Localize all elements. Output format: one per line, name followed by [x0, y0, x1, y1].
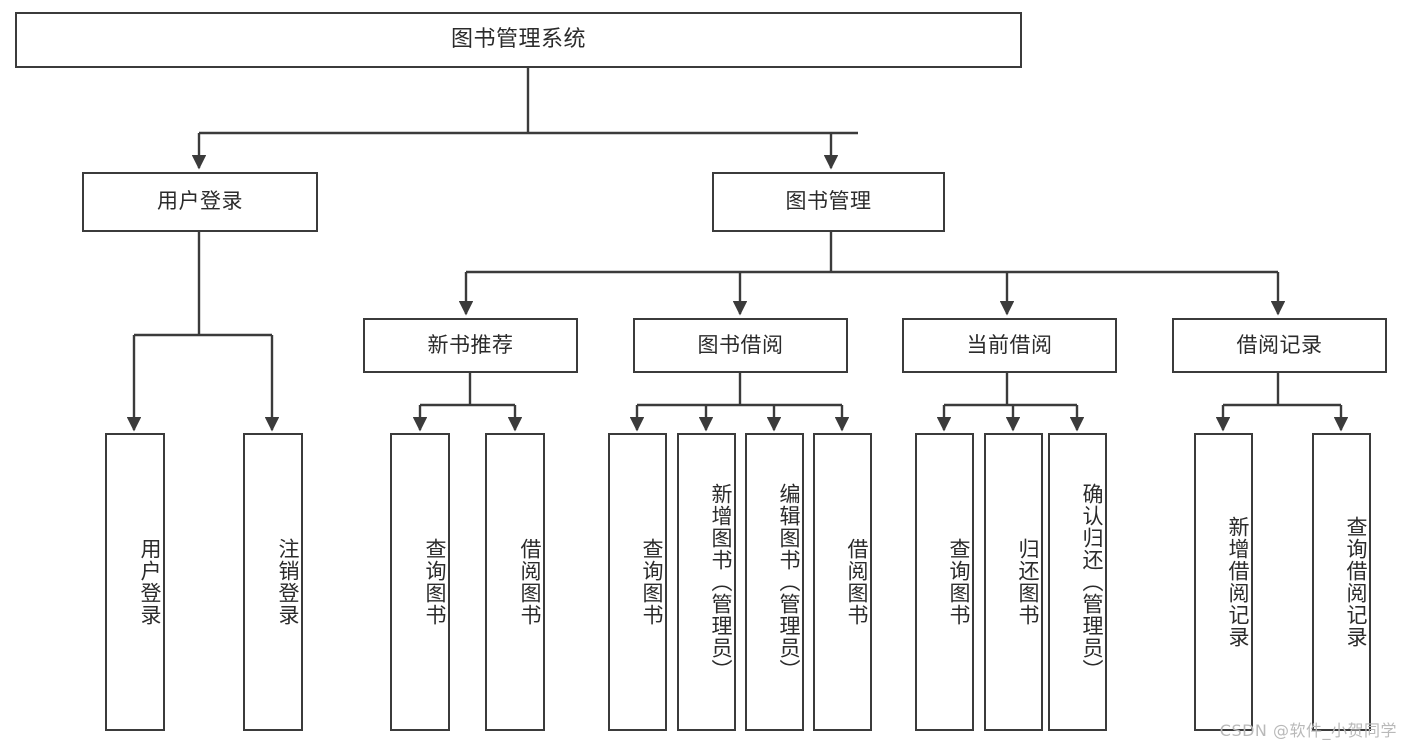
node-borrow-record[interactable]: 借阅记录 — [1172, 318, 1387, 373]
leaf-new-book-query[interactable]: 查询图书 — [390, 433, 450, 731]
node-book-management[interactable]: 图书管理 — [712, 172, 945, 232]
node-label: 借阅图书 — [845, 538, 869, 626]
leaf-book-borrow-add[interactable]: 新增图书（管理员） — [677, 433, 736, 731]
node-root-system[interactable]: 图书管理系统 — [15, 12, 1022, 68]
node-label: 新增图书（管理员） — [709, 483, 733, 681]
leaf-new-book-borrow[interactable]: 借阅图书 — [485, 433, 545, 731]
node-label: 新书推荐 — [427, 332, 514, 357]
node-label: 图书管理 — [785, 189, 872, 214]
node-label: 用户登录 — [157, 189, 243, 214]
node-label: 查询图书 — [640, 538, 664, 626]
node-label: 借阅记录 — [1236, 332, 1323, 357]
leaf-current-borrow-confirm[interactable]: 确认归还（管理员） — [1048, 433, 1107, 731]
node-label: 用户登录 — [138, 538, 162, 626]
node-label: 查询图书 — [423, 538, 447, 626]
node-book-borrow[interactable]: 图书借阅 — [633, 318, 848, 373]
node-label: 归还图书 — [1016, 538, 1040, 626]
node-label: 图书管理系统 — [450, 26, 586, 52]
leaf-borrow-record-add[interactable]: 新增借阅记录 — [1194, 433, 1253, 731]
node-label: 查询借阅记录 — [1344, 516, 1368, 648]
watermark-text: CSDN @软件_小贺同学 — [1219, 721, 1397, 740]
node-label: 注销登录 — [276, 538, 300, 626]
leaf-book-borrow-borrow[interactable]: 借阅图书 — [813, 433, 872, 731]
node-label: 借阅图书 — [518, 538, 542, 626]
leaf-borrow-record-query[interactable]: 查询借阅记录 — [1312, 433, 1371, 731]
node-label: 确认归还（管理员） — [1080, 483, 1104, 681]
leaf-book-borrow-query[interactable]: 查询图书 — [608, 433, 667, 731]
node-new-book-recommend[interactable]: 新书推荐 — [363, 318, 578, 373]
node-user-login[interactable]: 用户登录 — [82, 172, 318, 232]
leaf-current-borrow-query[interactable]: 查询图书 — [915, 433, 974, 731]
leaf-user-login-signout[interactable]: 注销登录 — [243, 433, 303, 731]
node-label: 编辑图书（管理员） — [777, 483, 801, 681]
node-current-borrow[interactable]: 当前借阅 — [902, 318, 1117, 373]
leaf-current-borrow-return[interactable]: 归还图书 — [984, 433, 1043, 731]
leaf-user-login-signin[interactable]: 用户登录 — [105, 433, 165, 731]
node-label: 图书借阅 — [697, 332, 784, 357]
node-label: 新增借阅记录 — [1226, 516, 1250, 648]
node-label: 当前借阅 — [966, 332, 1053, 357]
leaf-book-borrow-edit[interactable]: 编辑图书（管理员） — [745, 433, 804, 731]
node-label: 查询图书 — [947, 538, 971, 626]
